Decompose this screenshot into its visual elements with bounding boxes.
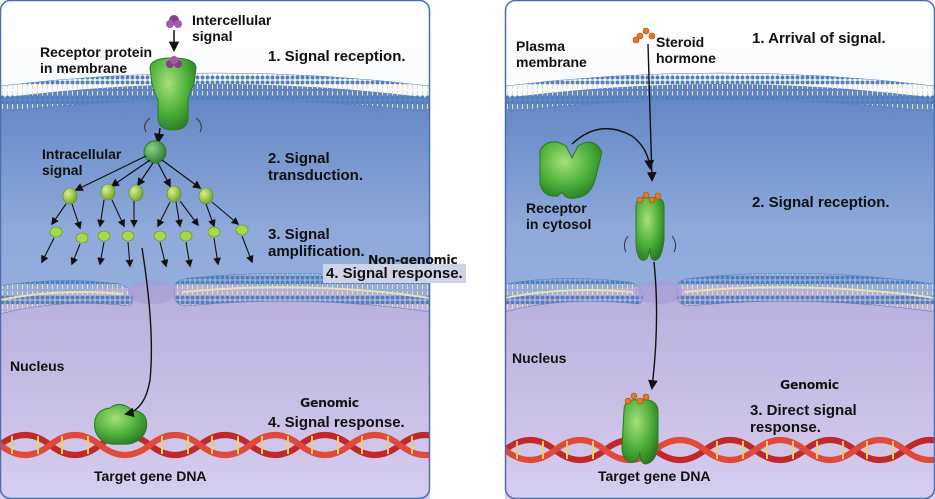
amplification-dots-level1: [62, 183, 214, 205]
cytosol-receptor: [539, 141, 603, 199]
left-target-gene-label: Target gene DNA: [94, 468, 207, 484]
left-step1-label: 1. Signal reception.: [268, 48, 406, 65]
right-target-gene-label: Target gene DNA: [598, 468, 711, 484]
right-nucleus-label: Nucleus: [512, 350, 567, 366]
left-step4-nongenomic-label: 4. Signal response.: [323, 264, 466, 284]
nongenomic-tag: Non-genomic: [368, 252, 458, 267]
left-step2-label: 2. Signal transduction.: [268, 150, 364, 185]
hormone-bound-receptor: [623, 191, 677, 261]
left-nucleus-label: Nucleus: [10, 358, 65, 374]
receptor-protein-label: Receptor protein in membrane: [40, 44, 153, 77]
left-genomic-tag: Genomic: [300, 395, 359, 410]
steroid-hormone-molecule: [632, 27, 656, 44]
plasma-membrane-label: Plasma membrane: [516, 38, 587, 71]
right-step1-label: 1. Arrival of signal.: [752, 30, 886, 47]
receptor-cytosol-label: Receptor in cytosol: [526, 200, 592, 233]
intracellular-signal-label: Intracellular signal: [42, 146, 122, 179]
right-step3-label: 3. Direct signal response.: [750, 402, 857, 437]
amplification-dots-level2: [49, 224, 249, 244]
right-panel: [504, 0, 935, 499]
right-genomic-tag: Genomic: [780, 377, 839, 392]
steroid-hormone-label: Steroid hormone: [656, 34, 716, 67]
left-step4-genomic-label: 4. Signal response.: [268, 414, 405, 431]
dna-bound-receptor: [621, 392, 659, 465]
intracellular-signal-ball: [143, 140, 167, 164]
dna-helix-right: [505, 437, 935, 463]
intercellular-signal-label: Intercellular signal: [192, 12, 272, 45]
dna-helix: [0, 432, 430, 458]
left-step3-label: 3. Signal amplification.: [268, 226, 365, 261]
intercellular-signal-molecule: [166, 15, 182, 68]
right-step2-label: 2. Signal reception.: [752, 194, 890, 211]
